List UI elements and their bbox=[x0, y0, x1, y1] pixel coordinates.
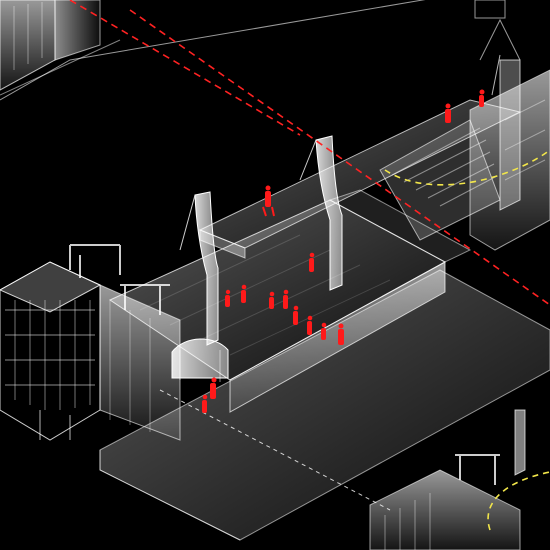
figure bbox=[225, 289, 231, 307]
figure bbox=[293, 305, 299, 325]
figure bbox=[262, 185, 275, 217]
figure bbox=[321, 322, 327, 340]
building-top-left bbox=[0, 0, 426, 101]
red-axis-line-upper bbox=[69, 0, 301, 136]
building-bottom-right bbox=[369, 409, 526, 550]
yellow-dashed-paths bbox=[384, 149, 550, 531]
figure bbox=[202, 394, 208, 413]
figure bbox=[338, 323, 344, 345]
figure bbox=[307, 315, 313, 335]
figure bbox=[241, 284, 247, 303]
office-building-left bbox=[0, 261, 181, 441]
figure bbox=[309, 252, 315, 272]
figure bbox=[283, 289, 289, 309]
building-right bbox=[379, 0, 550, 251]
human-figures bbox=[202, 89, 485, 413]
figure bbox=[445, 103, 451, 123]
white-dashed-line bbox=[159, 389, 391, 511]
figure bbox=[479, 89, 485, 107]
rooftop-frames bbox=[69, 244, 170, 315]
red-axis-line-lower bbox=[129, 9, 550, 306]
entrance-canopy bbox=[171, 338, 229, 382]
figure bbox=[269, 291, 275, 309]
arch-column-right bbox=[315, 135, 343, 291]
yellow-path-upper bbox=[384, 149, 550, 186]
yellow-path-lower bbox=[487, 471, 550, 531]
red-dashed-axis-lines bbox=[69, 0, 550, 306]
arch-columns bbox=[179, 54, 501, 346]
figure bbox=[210, 377, 217, 399]
lower-platform bbox=[99, 269, 550, 541]
